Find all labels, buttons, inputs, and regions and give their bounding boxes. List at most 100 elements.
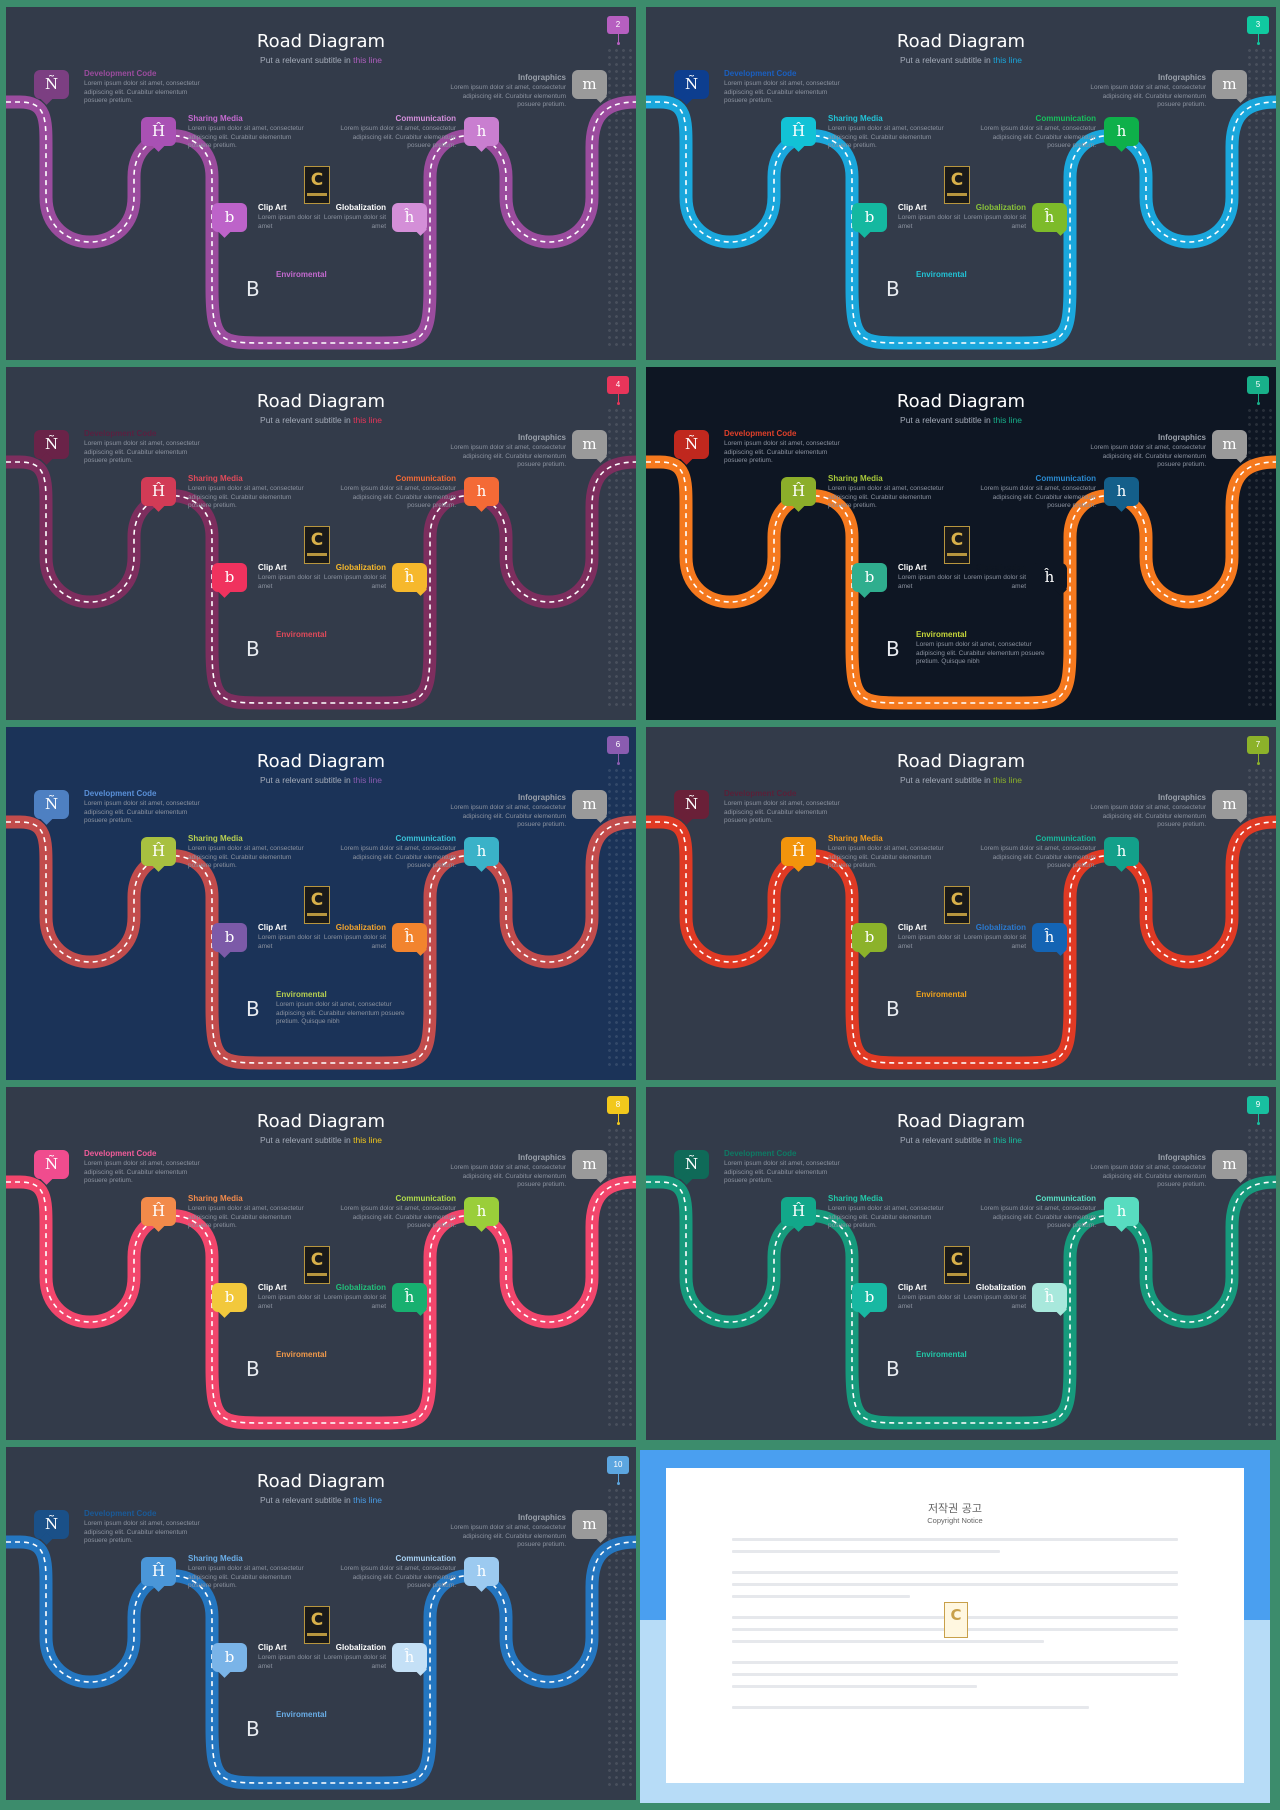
bubble-glyph: ĥ — [404, 1648, 415, 1666]
label-clip: Clip Art — [898, 923, 927, 932]
bubble-glyph: Ñ — [684, 75, 699, 93]
bubble-clip-icon: b — [852, 563, 887, 598]
label-share: Sharing Media — [188, 114, 243, 123]
bubble-glyph: Ñ — [44, 435, 59, 453]
bubble-glyph: m — [582, 75, 597, 93]
slide-subtitle: Put a relevant subtitle in this line — [646, 775, 1276, 785]
label-env: Enviromental — [276, 990, 327, 999]
page-number: 3 — [1247, 16, 1269, 34]
bubble-glyph: Ĥ — [791, 482, 806, 500]
body-comm: Lorem ipsum dolor sit amet, consectetur … — [980, 845, 1096, 869]
road-surface — [6, 455, 636, 710]
label-share: Sharing Media — [188, 834, 243, 843]
body-info: Lorem ipsum dolor sit amet, consectetur … — [450, 1164, 566, 1188]
bubble-glyph: b — [224, 1288, 235, 1306]
label-comm: Communication — [395, 1554, 456, 1563]
subtitle-highlight: this line — [993, 55, 1022, 65]
road-path — [6, 1175, 636, 1430]
slide-subtitle: Put a relevant subtitle in this line — [6, 775, 636, 785]
body-info: Lorem ipsum dolor sit amet, consectetur … — [1090, 1164, 1206, 1188]
bubble-clip-icon: b — [852, 203, 887, 238]
bubble-clip-icon: b — [852, 1283, 887, 1318]
page-number: 4 — [607, 376, 629, 394]
label-dev: Development Code — [84, 69, 157, 78]
label-share: Sharing Media — [828, 834, 883, 843]
bubble-glyph: h — [476, 842, 487, 860]
label-glob: Globalization — [975, 563, 1026, 572]
logo-letter: C — [950, 170, 964, 190]
body-dev: Lorem ipsum dolor sit amet, consectetur … — [84, 1160, 200, 1184]
body-glob: Lorem ipsum dolor sit amet — [963, 1294, 1026, 1310]
road-surface — [6, 95, 636, 350]
road-surface — [646, 1175, 1276, 1430]
subtitle-text: Put a relevant subtitle in — [900, 55, 994, 65]
slide-title: Road Diagram — [896, 391, 1026, 412]
road-surface — [6, 1535, 636, 1790]
page-marker-line — [618, 1114, 619, 1122]
label-clip: Clip Art — [258, 203, 287, 212]
label-env: Enviromental — [916, 990, 967, 999]
label-comm: Communication — [1035, 474, 1096, 483]
logo-letter: C — [310, 530, 324, 550]
subtitle-text: Put a relevant subtitle in — [260, 55, 354, 65]
bubble-share-icon: Ĥ — [141, 1557, 176, 1592]
body-glob: Lorem ipsum dolor sit amet — [323, 1294, 386, 1310]
subtitle-highlight: this line — [993, 415, 1022, 425]
slide-title: Road Diagram — [256, 751, 386, 772]
bubble-share-icon: Ĥ — [141, 477, 176, 512]
bubble-comm-icon: h — [1104, 117, 1139, 152]
label-comm: Communication — [1035, 1194, 1096, 1203]
label-info: Infographics — [517, 793, 566, 802]
bubble-glyph: Ĥ — [791, 842, 806, 860]
logo-letter: C — [310, 170, 324, 190]
label-share: Sharing Media — [828, 474, 883, 483]
body-info: Lorem ipsum dolor sit amet, consectetur … — [450, 804, 566, 828]
page-marker-line — [618, 34, 619, 42]
slide-subtitle: Put a relevant subtitle in this line — [6, 55, 636, 65]
road-path — [646, 95, 1276, 350]
bubble-info-icon: m — [572, 70, 607, 103]
content-logo: C — [304, 1246, 330, 1284]
logo-bar — [307, 1633, 327, 1636]
env-icon: B — [246, 637, 260, 661]
bubble-clip-icon: b — [212, 1643, 247, 1678]
page-number: 2 — [607, 16, 629, 34]
bubble-info-icon: m — [1212, 430, 1247, 463]
bubble-comm-icon: h — [1104, 1197, 1139, 1232]
bubble-glyph: m — [1222, 795, 1237, 813]
notice-subtitle: Copyright Notice — [927, 1516, 983, 1525]
page-marker-dot — [617, 762, 620, 765]
subtitle-text: Put a relevant subtitle in — [260, 1135, 354, 1145]
bubble-glyph: ĥ — [1044, 568, 1055, 586]
label-glob: Globalization — [335, 1283, 386, 1292]
bubble-glyph: Ñ — [44, 1155, 59, 1173]
body-dev: Lorem ipsum dolor sit amet, consectetur … — [724, 440, 840, 464]
bubble-glyph: Ĥ — [151, 122, 166, 140]
subtitle-highlight: this line — [353, 775, 382, 785]
body-share: Lorem ipsum dolor sit amet, consectetur … — [188, 1205, 304, 1229]
label-dev: Development Code — [84, 789, 157, 798]
bubble-share-icon: Ĥ — [141, 837, 176, 872]
label-clip: Clip Art — [258, 1643, 287, 1652]
logo-bar — [307, 1273, 327, 1276]
slide-subtitle: Put a relevant subtitle in this line — [646, 55, 1276, 65]
road-surface — [646, 815, 1276, 1070]
label-env: Enviromental — [916, 1350, 967, 1359]
label-clip: Clip Art — [258, 1283, 287, 1292]
bubble-glob-icon: ĥ — [1032, 563, 1067, 596]
slide-title: Road Diagram — [256, 391, 386, 412]
content-logo: C — [944, 1246, 970, 1284]
bubble-dev-icon: Ñ — [674, 70, 709, 105]
bubble-glyph: ĥ — [1044, 208, 1055, 226]
label-info: Infographics — [517, 1153, 566, 1162]
bubble-clip-icon: b — [852, 923, 887, 958]
body-info: Lorem ipsum dolor sit amet, consectetur … — [450, 84, 566, 108]
body-info: Lorem ipsum dolor sit amet, consectetur … — [1090, 84, 1206, 108]
bubble-glyph: h — [476, 482, 487, 500]
logo-bar — [947, 193, 967, 196]
body-share: Lorem ipsum dolor sit amet, consectetur … — [188, 1565, 304, 1589]
page-number: 10 — [607, 1456, 629, 1474]
page-marker-line — [1258, 394, 1259, 402]
label-glob: Globalization — [335, 563, 386, 572]
